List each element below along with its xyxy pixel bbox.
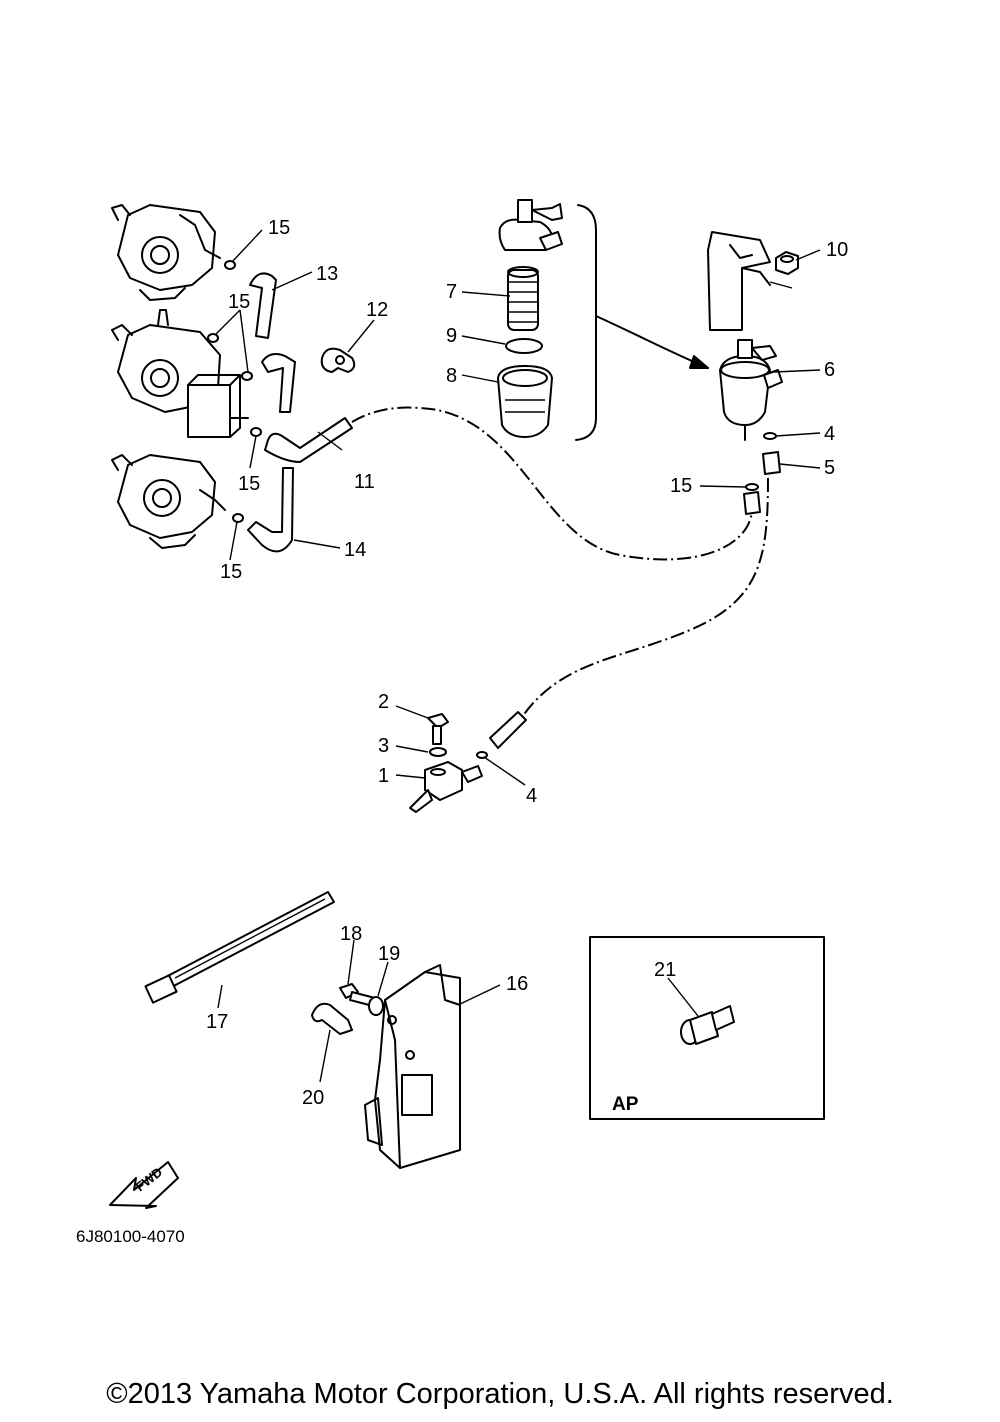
callout-13: 13 <box>316 263 338 285</box>
copyright-footer: ©2013 Yamaha Motor Corporation, U.S.A. A… <box>106 1378 894 1410</box>
fuel-line-return <box>519 477 769 721</box>
bolt-2 <box>427 713 449 745</box>
fuel-hose-13 <box>249 272 277 339</box>
clamp-12 <box>320 347 356 373</box>
callout-10: 10 <box>826 239 848 261</box>
callout-15e: 15 <box>220 561 242 583</box>
part-code: 6J80100-4070 <box>76 1227 185 1246</box>
callout-14: 14 <box>344 539 366 561</box>
fwd-arrow-icon <box>109 1161 179 1209</box>
assembly-arrow-line <box>595 315 709 369</box>
callout-2: 2 <box>378 691 389 713</box>
callout-4a: 4 <box>824 423 835 445</box>
callout-19: 19 <box>378 943 400 965</box>
washer-19 <box>368 996 384 1016</box>
hose-segment <box>476 711 527 759</box>
cable-tie-17 <box>144 891 335 1004</box>
fuel-line-main <box>351 406 753 561</box>
joint-1 <box>409 761 483 813</box>
bracket-16 <box>364 964 461 1169</box>
carburetor-middle <box>111 309 249 438</box>
fuel-hose-short <box>261 353 296 413</box>
callout-20: 20 <box>302 1087 324 1109</box>
o-ring-9 <box>505 338 543 354</box>
callout-15a: 15 <box>268 217 290 239</box>
fitting-21 <box>680 1005 735 1045</box>
callout-1: 1 <box>378 765 389 787</box>
callout-16: 16 <box>506 973 528 995</box>
callout-8: 8 <box>446 365 457 387</box>
washer-3 <box>429 747 447 757</box>
callout-4b: 4 <box>526 785 537 807</box>
callout-11: 11 <box>354 471 375 493</box>
callout-15d: 15 <box>238 473 260 495</box>
callout-3: 3 <box>378 735 389 757</box>
clamp-20 <box>311 1002 353 1035</box>
assembly-bracket <box>575 204 597 441</box>
callout-17: 17 <box>206 1011 228 1033</box>
callout-12: 12 <box>366 299 388 321</box>
callout-15c: 15 <box>670 475 692 497</box>
callout-7: 7 <box>446 281 457 303</box>
callout-9: 9 <box>446 325 457 347</box>
filter-cup-8 <box>497 365 553 438</box>
callout-21: 21 <box>654 959 676 981</box>
carburetor-bottom <box>111 454 226 549</box>
callout-6: 6 <box>824 359 835 381</box>
inset-ap <box>589 936 825 1120</box>
leader-lines <box>214 229 821 1083</box>
nut-10 <box>775 251 799 275</box>
carburetor-top <box>111 204 221 301</box>
callout-labels: 15 13 15 12 7 9 8 10 6 4 5 15 11 15 14 1… <box>206 217 848 1109</box>
fuel-hose-11 <box>264 417 353 463</box>
filter-bracket <box>707 231 793 331</box>
callout-18: 18 <box>340 923 362 945</box>
callout-5: 5 <box>824 457 835 479</box>
fuel-hose-14 <box>247 467 294 553</box>
assembly-arrow-head <box>689 355 709 369</box>
filter-cap <box>498 199 563 251</box>
fuel-filter-6 <box>719 339 783 441</box>
inset-label: AP <box>612 1094 639 1115</box>
fittings-4-5-15 <box>743 432 781 515</box>
filter-element-7 <box>507 266 539 331</box>
callout-15b: 15 <box>228 291 250 313</box>
